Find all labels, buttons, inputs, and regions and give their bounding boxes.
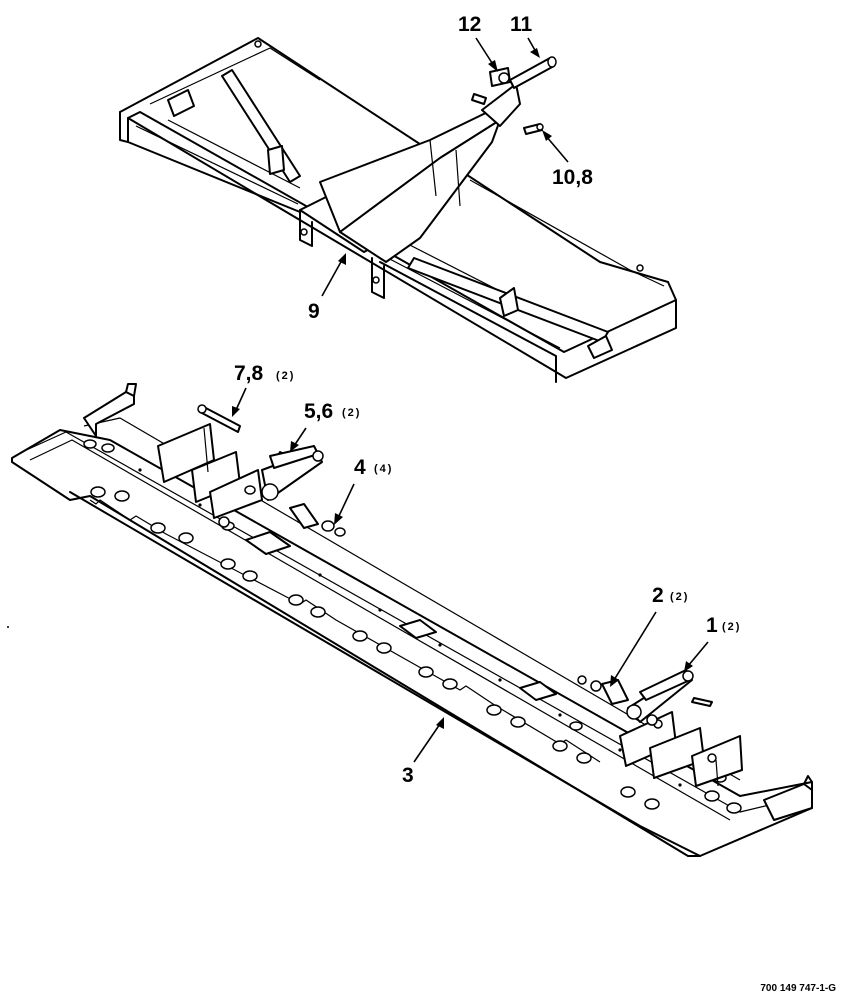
callout-3: 3 bbox=[402, 717, 444, 787]
callout-1: 1 (2) bbox=[684, 614, 741, 672]
svg-text:4: 4 bbox=[354, 456, 366, 479]
svg-text:(2): (2) bbox=[342, 407, 361, 419]
svg-text:3: 3 bbox=[402, 764, 414, 787]
callout-9: 9 bbox=[308, 253, 346, 323]
callout-12: 12 bbox=[458, 13, 498, 72]
svg-text:10,8: 10,8 bbox=[552, 166, 593, 189]
svg-text:(2): (2) bbox=[722, 621, 741, 633]
callout-10-8: 10,8 bbox=[542, 130, 593, 189]
svg-text:(2): (2) bbox=[276, 370, 295, 382]
svg-text:(2): (2) bbox=[670, 591, 689, 603]
svg-text:2: 2 bbox=[652, 584, 664, 607]
svg-text:11: 11 bbox=[510, 13, 533, 36]
callout-7-8: 7,8 (2) bbox=[232, 362, 295, 417]
link-hardware-right bbox=[577, 669, 713, 726]
callout-11: 11 bbox=[510, 13, 540, 58]
svg-text:5,6: 5,6 bbox=[304, 400, 333, 423]
channel-holes bbox=[83, 439, 742, 814]
svg-text:7,8: 7,8 bbox=[234, 362, 264, 385]
pivot-hardware bbox=[471, 56, 557, 135]
svg-text:9: 9 bbox=[308, 300, 320, 323]
svg-text:1: 1 bbox=[706, 614, 718, 637]
callout-5-6: 5,6 (2) bbox=[290, 400, 361, 452]
link-hardware-left bbox=[197, 404, 346, 537]
callout-4: 4 (4) bbox=[334, 456, 393, 525]
svg-text:12: 12 bbox=[458, 13, 481, 36]
svg-text:(4): (4) bbox=[374, 463, 393, 475]
frame-tray-assembly bbox=[119, 37, 677, 383]
callout-2: 2 (2) bbox=[610, 584, 689, 687]
channel-assembly bbox=[11, 383, 813, 857]
drawing-number: 700 149 747-1-G bbox=[760, 983, 836, 994]
